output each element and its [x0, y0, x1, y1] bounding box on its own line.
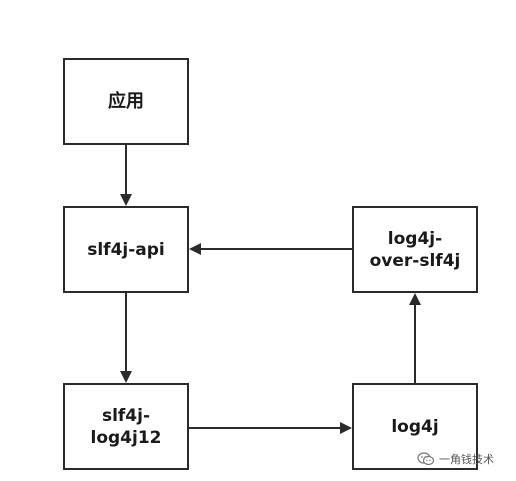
node-log4j-over-slf4j-label: log4j- over-slf4j [370, 228, 461, 272]
node-app: 应用 [63, 58, 189, 145]
node-log4j-over-slf4j-line-1: log4j- [387, 228, 443, 249]
wechat-icon [417, 452, 435, 466]
node-log4j-over-slf4j: log4j- over-slf4j [352, 206, 478, 293]
node-slf4j-api: slf4j-api [63, 206, 189, 293]
node-slf4j-log4j12-label: slf4j- log4j12 [91, 405, 162, 449]
node-log4j: log4j [352, 383, 478, 470]
watermark-text: 一角钱技术 [439, 453, 494, 466]
node-slf4j-log4j12-line-2: log4j12 [90, 427, 162, 448]
node-slf4j-api-label: slf4j-api [87, 239, 165, 260]
watermark: 一角钱技术 [417, 449, 494, 469]
node-slf4j-log4j12-line-1: slf4j- [101, 405, 151, 426]
node-log4j-label: log4j [391, 416, 439, 437]
node-app-label: 应用 [108, 90, 144, 112]
node-log4j-over-slf4j-line-2: over-slf4j [369, 250, 461, 271]
node-slf4j-log4j12: slf4j- log4j12 [63, 383, 189, 470]
